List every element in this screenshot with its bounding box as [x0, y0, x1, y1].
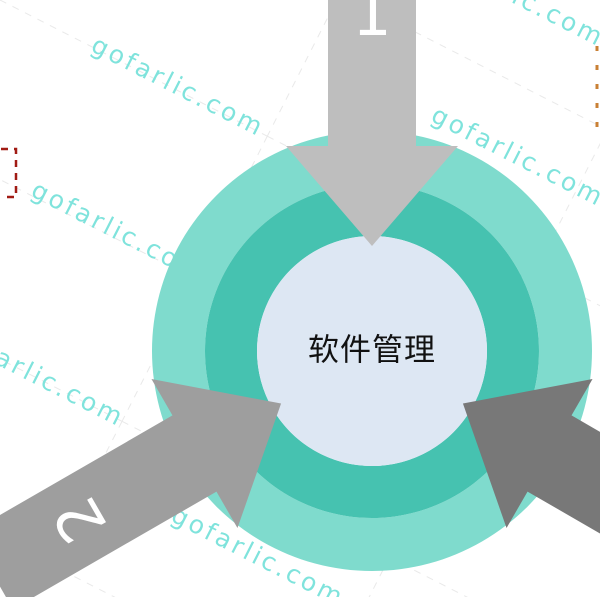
center-label: 软件管理 [308, 333, 436, 369]
arrow-1-number: 1 [352, 0, 391, 50]
